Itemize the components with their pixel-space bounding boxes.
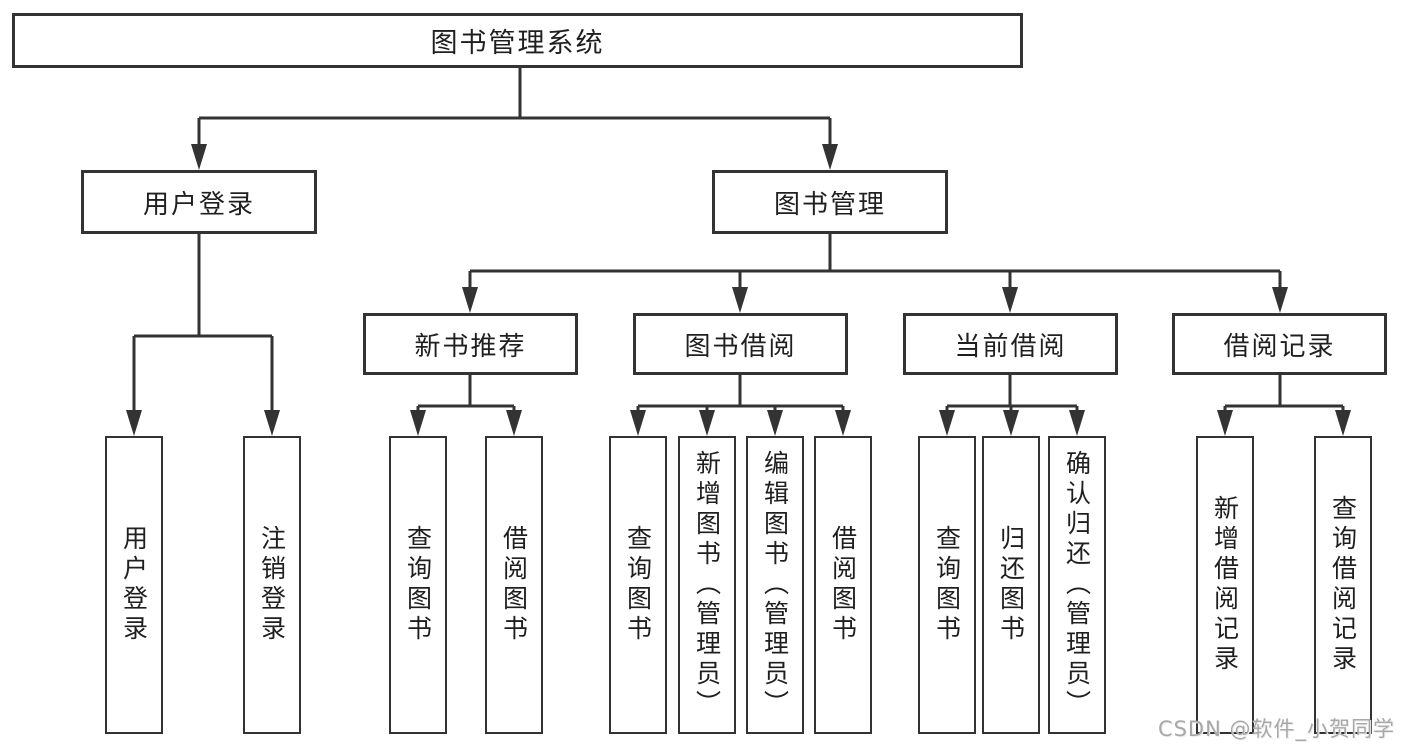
- leaf-borrow-books-borrowing: 借阅图书: [814, 436, 872, 734]
- watermark: CSDN @软件_小贺同学: [1157, 717, 1395, 741]
- node-label: 图书管理系统: [430, 28, 605, 59]
- leaf-add-books-admin: 新增图书（管理员）: [678, 436, 736, 734]
- node-label: 编辑图书（管理员）: [760, 450, 790, 720]
- leaf-query-borrow-record: 查询借阅记录: [1314, 436, 1372, 734]
- node-label: 查询图书: [403, 525, 433, 645]
- node-label: 用户登录: [142, 189, 255, 220]
- node-label: 图书管理: [773, 189, 886, 220]
- node-label: 新增图书（管理员）: [692, 450, 722, 720]
- node-label: 归还图书: [996, 525, 1026, 645]
- node-label: 查询图书: [623, 525, 653, 645]
- node-label: 当前借阅: [954, 331, 1067, 362]
- node-new-book-recommend: 新书推荐: [363, 313, 578, 375]
- node-system-root: 图书管理系统: [12, 13, 1023, 68]
- node-label: 查询借阅记录: [1328, 495, 1358, 675]
- leaf-query-books-current: 查询图书: [918, 436, 976, 734]
- node-label: 图书借阅: [684, 331, 797, 362]
- node-label: 新书推荐: [414, 331, 527, 362]
- node-borrowing-records: 借阅记录: [1172, 313, 1387, 375]
- node-label: 查询图书: [932, 525, 962, 645]
- leaf-query-books-recommend: 查询图书: [389, 436, 447, 734]
- node-label: 借阅记录: [1223, 331, 1336, 362]
- node-book-borrowing: 图书借阅: [633, 313, 848, 375]
- leaf-add-borrow-record: 新增借阅记录: [1196, 436, 1254, 734]
- leaf-borrow-books-recommend: 借阅图书: [485, 436, 543, 734]
- leaf-logout: 注销登录: [243, 436, 301, 734]
- leaf-return-books: 归还图书: [982, 436, 1040, 734]
- node-label: 借阅图书: [499, 525, 529, 645]
- leaf-confirm-return-admin: 确认归还（管理员）: [1048, 436, 1106, 734]
- node-label: 用户登录: [119, 525, 149, 645]
- node-label: 新增借阅记录: [1210, 495, 1240, 675]
- node-label: 注销登录: [257, 525, 287, 645]
- node-user-login: 用户登录: [81, 170, 317, 234]
- node-label: 借阅图书: [828, 525, 858, 645]
- leaf-query-books-borrowing: 查询图书: [609, 436, 667, 734]
- leaf-user-login: 用户登录: [105, 436, 163, 734]
- node-label: 确认归还（管理员）: [1062, 450, 1092, 720]
- node-book-management: 图书管理: [712, 170, 948, 234]
- leaf-edit-books-admin: 编辑图书（管理员）: [746, 436, 804, 734]
- node-current-borrowing: 当前借阅: [903, 313, 1118, 375]
